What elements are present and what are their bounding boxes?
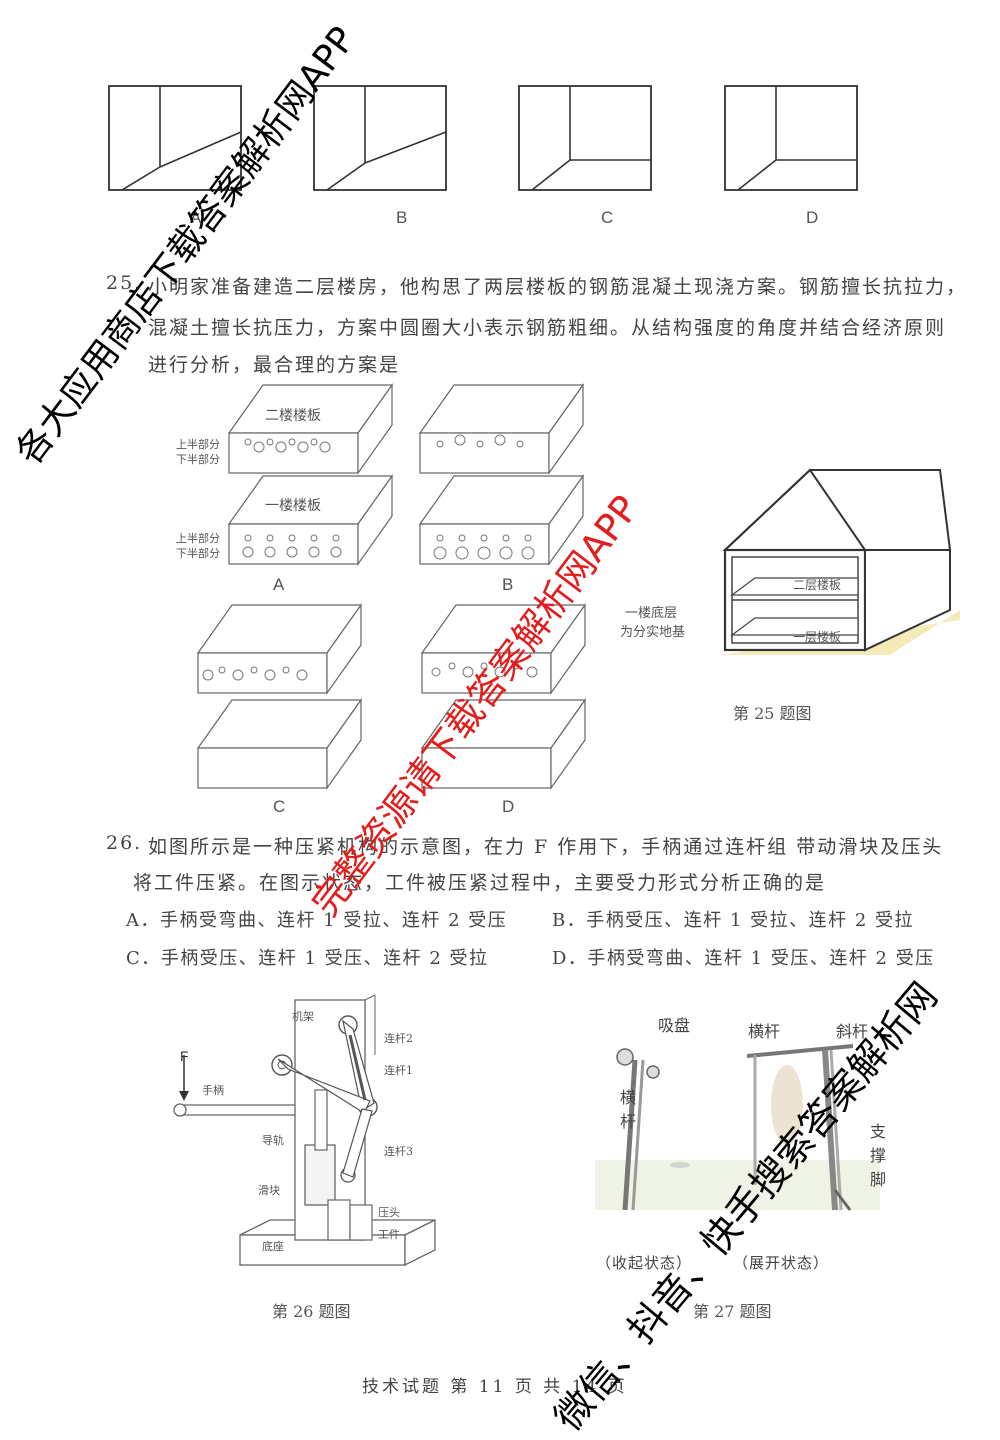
q27-state-open: （展开状态） xyxy=(733,1254,830,1272)
q25-option-b: B xyxy=(502,575,514,594)
page-footer: 技术试题 第 11 页 共 14 页 xyxy=(362,1377,628,1397)
q26-line-1: 如图所示是一种压紧机构的示意图，在力 F 作用下，手柄通过连杆组 带动滑块及压头 xyxy=(148,836,944,858)
q27-label-support-2: 撑 xyxy=(870,1146,887,1165)
q25-house-floor1: 一层楼板 xyxy=(793,630,842,644)
q27-label-suction: 吸盘 xyxy=(658,1016,691,1035)
q26-option-d: D．手柄受弯曲、连杆 1 受压、连杆 2 受压 xyxy=(552,948,935,969)
q26-label-handle: 手柄 xyxy=(202,1084,224,1097)
q25-slab-bottom-label: 一楼楼板 xyxy=(265,498,321,514)
q25-caption: 第 25 题图 xyxy=(733,704,812,723)
q25-ground-note-2: 为分实地基 xyxy=(620,625,686,640)
q26-line-2: 将工件压紧。在图示状态，工件被压紧过程中，主要受力形式分析正确的是 xyxy=(133,872,827,894)
q26-option-b: B．手柄受压、连杆 1 受拉、连杆 2 受拉 xyxy=(552,910,915,931)
q24-label-a: A xyxy=(190,208,202,227)
q27-photo xyxy=(595,1044,880,1211)
q25-option-d: D xyxy=(502,797,515,816)
q26-label-workpiece: 工件 xyxy=(378,1228,400,1241)
q27-label-crossbar-left-1: 横 xyxy=(620,1088,637,1107)
q24-label-c: C xyxy=(601,208,614,227)
q24-diagram-b xyxy=(313,85,447,191)
q26-label-force: F xyxy=(180,1048,189,1064)
q26-caption: 第 26 题图 xyxy=(272,1302,351,1321)
q25-house-diagram xyxy=(720,468,960,655)
q27-caption: 第 27 题图 xyxy=(693,1302,772,1321)
q26-option-a: A．手柄受弯曲、连杆 1 受拉、连杆 2 受压 xyxy=(126,910,508,931)
q26-label-frame: 机架 xyxy=(292,1010,314,1023)
q26-option-c: C．手柄受压、连杆 1 受压、连杆 2 受拉 xyxy=(126,948,489,969)
q25-slab-top-label: 二楼楼板 xyxy=(265,408,321,424)
q26-mechanism-diagram xyxy=(173,994,436,1267)
q25-option-a: A xyxy=(273,575,285,594)
q25-lower-part-a1: 下半部分 xyxy=(176,453,220,466)
q25-upper-part-a2: 上半部分 xyxy=(176,532,220,545)
q24-diagram-c xyxy=(518,85,652,191)
q25-ground-note-1: 一楼底层 xyxy=(625,606,678,621)
q26-label-slider: 滑块 xyxy=(258,1184,280,1197)
q25-option-c: C xyxy=(273,797,286,816)
q27-label-support-1: 支 xyxy=(870,1122,887,1141)
q25-lower-part-a2: 下半部分 xyxy=(176,547,220,560)
q26-label-link3: 连杆3 xyxy=(384,1145,413,1158)
q26-label-link1: 连杆1 xyxy=(384,1064,413,1077)
q24-label-d: D xyxy=(806,208,819,227)
q25-line-3: 进行分析，最合理的方案是 xyxy=(148,354,401,376)
q24-label-b: B xyxy=(396,208,408,227)
q24-diagram-d xyxy=(724,85,858,191)
q24-diagram-a xyxy=(108,85,242,191)
q26-number: 26. xyxy=(106,832,143,854)
q26-label-base: 底座 xyxy=(262,1240,284,1253)
q27-label-diagonal: 斜杆 xyxy=(836,1022,869,1041)
q25-upper-part-a1: 上半部分 xyxy=(176,438,220,451)
q27-label-crossbar-left-2: 杆 xyxy=(620,1112,637,1131)
q26-label-guide: 导轨 xyxy=(262,1134,284,1147)
q27-label-crossbar: 横杆 xyxy=(748,1022,781,1041)
q25-line-2: 混凝土擅长抗压力，方案中圆圈大小表示钢筋粗细。从结构强度的角度并结合经济原则 xyxy=(148,317,947,339)
q25-number: 25. xyxy=(106,272,143,294)
q26-label-link2: 连杆2 xyxy=(384,1032,413,1045)
q27-label-support-3: 脚 xyxy=(870,1170,887,1189)
q26-label-press-head: 压头 xyxy=(378,1206,400,1219)
q25-house-floor2: 二层楼板 xyxy=(793,578,842,592)
q25-line-1: 小明家准备建造二层楼房，他构思了两层楼板的钢筋混凝土现浇方案。钢筋擅长抗拉力， xyxy=(148,276,968,298)
q27-state-folded: （收起状态） xyxy=(596,1254,693,1272)
